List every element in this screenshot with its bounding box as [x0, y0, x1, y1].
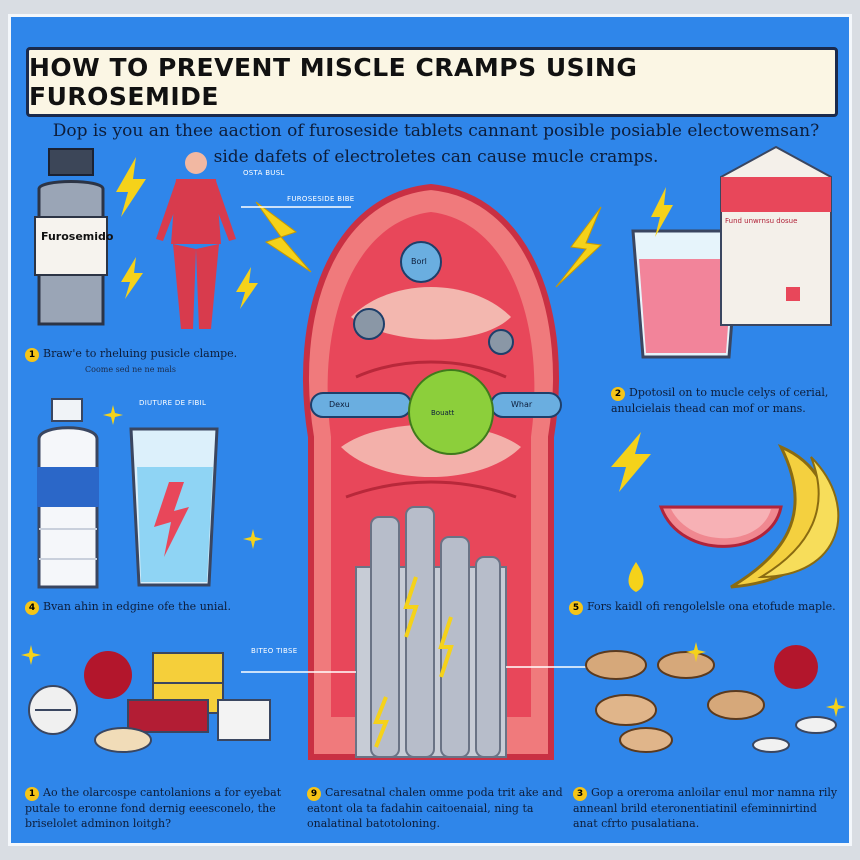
sparkle-icon [826, 697, 846, 717]
muscle-diagram [241, 183, 611, 760]
tip-2-text: Dpotosil on to mucle celys of cerial, an… [611, 386, 829, 415]
sparkle-icon [686, 642, 706, 662]
sparkle-icon [103, 405, 123, 425]
bolt-icon [236, 267, 258, 309]
juice-glass-icon [631, 229, 741, 359]
tip-1-number: 1 [25, 348, 39, 362]
tip-9-number: 3 [573, 787, 587, 801]
tip-5-number: 5 [569, 601, 583, 615]
banana-and-grapefruit-icon [658, 444, 840, 589]
water-bottle-icon [37, 398, 99, 589]
human-muscle-figure-icon [156, 152, 236, 329]
tip-2-number: 2 [611, 387, 625, 401]
tip-9-text: Gop a oreroma anloilar enul mor namna ri… [573, 786, 838, 830]
tip-5-text: Fors kaidl ofi rengolelsle ona etofude m… [587, 600, 836, 613]
drink-label: DIUTURE DE FIBIL [139, 399, 207, 407]
bottle-label: Furosemido [41, 230, 114, 243]
diagram-label-body: OSTA BUSL [243, 169, 285, 177]
sports-drink-glass-icon [129, 427, 219, 587]
node-label-left: Dexu [329, 400, 350, 409]
milk-carton-icon [720, 145, 832, 326]
food-stack-left-icon [28, 651, 271, 753]
node-label-right: Whar [511, 400, 533, 409]
tip-4-number: 4 [25, 601, 39, 615]
tip-4-text: Bvan ahin in edgine ofe the unial. [43, 600, 231, 613]
node-label-center: Bouatt [431, 409, 455, 417]
sparkle-icon [21, 645, 41, 665]
bolt-icon [651, 187, 673, 237]
tip-7-number: 1 [25, 787, 39, 801]
bolt-icon [611, 432, 651, 492]
supplement-pills-icon [585, 645, 837, 753]
title-banner: HOW TO PREVENT MISCLE CRAMPS USING FUROS… [26, 47, 838, 117]
tip-8-number: 9 [307, 787, 321, 801]
bolt-icon [121, 257, 143, 299]
page-title: HOW TO PREVENT MISCLE CRAMPS USING FUROS… [29, 53, 638, 111]
tip-8-text: Caresatnal chalen omme poda trit ake and… [307, 786, 563, 830]
node-label-top: Borl [411, 257, 427, 266]
tip-1: 1 Braw'e to rheluing pusicle clampe. Coom… [25, 346, 305, 377]
furosemide-bottle-icon [34, 148, 108, 326]
diagram-label-top: FUROSESIDE BIBE [287, 195, 355, 203]
infographic-frame: HOW TO PREVENT MISCLE CRAMPS USING FUROS… [8, 14, 852, 846]
bolt-icon [116, 157, 146, 217]
tip-1-subtext: Coome sed ne ne mals [85, 365, 176, 374]
tip-1-text: Braw'e to rheluing pusicle clampe. [43, 347, 238, 360]
tip-7-text: Ao the olarcospe cantolanions a for eyeb… [25, 786, 282, 830]
tip-4: 4 Bvan ahin in edgine ofe the unial. [25, 599, 305, 615]
tip-5: 5 Fors kaidl ofi rengolelsle ona etofude … [569, 599, 849, 615]
sparkle-icon [243, 529, 263, 549]
drop-icon [628, 562, 644, 592]
stack-label: BITEO TIBSE [251, 647, 298, 655]
subtitle-line-2: side dafets of electroletes can cause mu… [213, 147, 659, 167]
carton-text: Fund unwrnsu dosue [725, 217, 798, 225]
subtitle-line-1: Dop is you an thee aaction of furoseside… [52, 121, 820, 141]
